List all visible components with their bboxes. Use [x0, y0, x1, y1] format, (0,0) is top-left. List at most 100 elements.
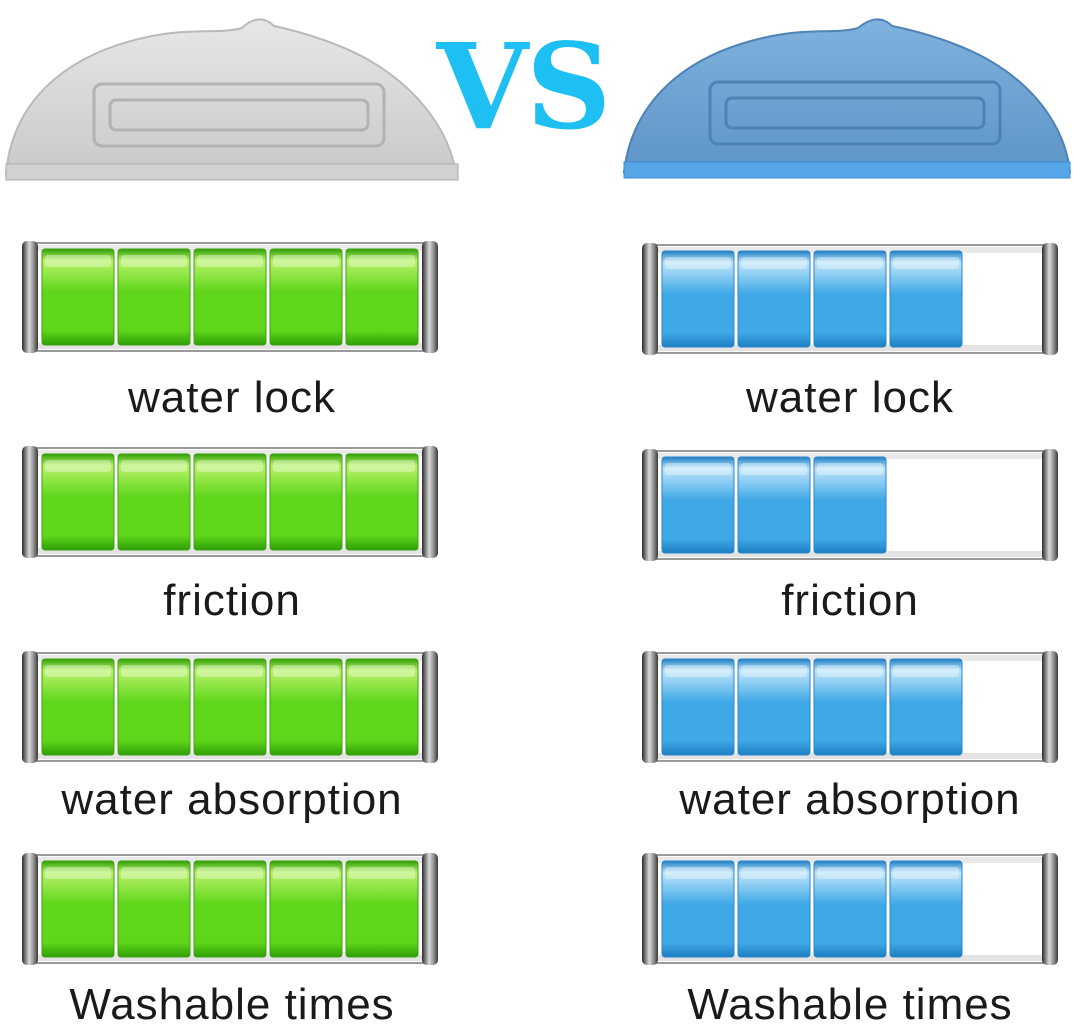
- battery-cell: [889, 250, 963, 348]
- battery-cells: [661, 250, 963, 348]
- battery-cell-shine: [893, 665, 959, 677]
- battery-cell: [117, 453, 191, 551]
- battery-gauge: [642, 651, 1058, 763]
- battery-gauge: [642, 243, 1058, 355]
- battery-cell-shine: [349, 460, 415, 472]
- battery-cell: [269, 658, 343, 756]
- battery-cell-shine: [121, 460, 187, 472]
- metric-label: water lock: [745, 373, 955, 422]
- battery-cells: [661, 860, 963, 958]
- battery-cell: [813, 860, 887, 958]
- battery-cell: [737, 658, 811, 756]
- battery-cell-shine: [741, 463, 807, 475]
- battery-cell: [193, 453, 267, 551]
- battery-cell-shine: [741, 867, 807, 879]
- battery-cell: [41, 658, 115, 756]
- battery-cell: [41, 453, 115, 551]
- battery-cell-shine: [665, 463, 731, 475]
- battery-cap-right: [1042, 449, 1058, 561]
- battery-cell: [889, 860, 963, 958]
- battery-cell: [345, 860, 419, 958]
- battery-gauge: [642, 853, 1058, 965]
- battery-cell: [661, 250, 735, 348]
- battery-cells: [661, 658, 963, 756]
- battery-cell-shine: [45, 665, 111, 677]
- vs-label: VS: [436, 17, 612, 156]
- battery-cap-left: [642, 449, 658, 561]
- battery-cell: [269, 248, 343, 346]
- metric-label: water absorption: [679, 775, 1021, 824]
- battery-cell-shine: [121, 867, 187, 879]
- battery-cells: [41, 453, 419, 551]
- metric-label: water lock: [127, 373, 337, 422]
- battery-gauge: [22, 651, 438, 763]
- battery-cell-shine: [349, 665, 415, 677]
- metric-label: water absorption: [61, 775, 403, 824]
- battery-cell: [661, 658, 735, 756]
- battery-cell-shine: [741, 665, 807, 677]
- battery-cell-shine: [893, 257, 959, 269]
- battery-cell-shine: [273, 460, 339, 472]
- battery-cell-shine: [817, 665, 883, 677]
- battery-cell: [41, 248, 115, 346]
- battery-cap-right: [1042, 243, 1058, 355]
- metric-label: friction: [163, 576, 301, 625]
- blue-mop-pad-image: [622, 18, 1072, 179]
- battery-cell-shine: [197, 665, 263, 677]
- battery-cell-shine: [45, 255, 111, 267]
- battery-cap-left: [642, 853, 658, 965]
- battery-cell-shine: [349, 255, 415, 267]
- battery-cell: [269, 453, 343, 551]
- battery-cell-shine: [273, 867, 339, 879]
- battery-cell-shine: [893, 867, 959, 879]
- battery-cell: [345, 658, 419, 756]
- battery-cell: [661, 860, 735, 958]
- battery-cap-right: [422, 651, 438, 763]
- battery-cell-shine: [45, 867, 111, 879]
- battery-cell-shine: [197, 867, 263, 879]
- battery-cell-shine: [665, 665, 731, 677]
- battery-cell-shine: [197, 255, 263, 267]
- battery-cell-shine: [817, 867, 883, 879]
- battery-cell: [345, 248, 419, 346]
- battery-cell: [813, 456, 887, 554]
- battery-cell: [41, 860, 115, 958]
- battery-gauge: [22, 853, 438, 965]
- battery-cap-left: [642, 243, 658, 355]
- battery-cell: [737, 860, 811, 958]
- battery-gauge: [22, 446, 438, 558]
- battery-cell: [117, 658, 191, 756]
- battery-cell: [813, 658, 887, 756]
- battery-gauge: [642, 449, 1058, 561]
- metric-label: Washable times: [69, 980, 395, 1029]
- battery-gauge: [22, 241, 438, 353]
- battery-cap-right: [1042, 651, 1058, 763]
- battery-cap-right: [422, 241, 438, 353]
- battery-cells: [41, 658, 419, 756]
- battery-cell-shine: [121, 665, 187, 677]
- battery-cap-right: [1042, 853, 1058, 965]
- battery-cell: [193, 860, 267, 958]
- battery-cell-shine: [45, 460, 111, 472]
- battery-cell: [889, 658, 963, 756]
- battery-cells: [661, 456, 887, 554]
- metric-label: friction: [781, 576, 919, 625]
- battery-cell: [117, 248, 191, 346]
- battery-cell-shine: [273, 665, 339, 677]
- battery-cell-shine: [121, 255, 187, 267]
- battery-cell: [661, 456, 735, 554]
- battery-cells: [41, 860, 419, 958]
- battery-cap-left: [642, 651, 658, 763]
- battery-cap-right: [422, 446, 438, 558]
- battery-cell-shine: [197, 460, 263, 472]
- battery-cap-left: [22, 853, 38, 965]
- battery-cell-shine: [665, 867, 731, 879]
- battery-cell: [193, 248, 267, 346]
- battery-cell-shine: [665, 257, 731, 269]
- battery-cell: [269, 860, 343, 958]
- metric-label: Washable times: [687, 980, 1013, 1029]
- battery-cell-shine: [273, 255, 339, 267]
- battery-cell: [117, 860, 191, 958]
- battery-cell-shine: [741, 257, 807, 269]
- battery-cells: [41, 248, 419, 346]
